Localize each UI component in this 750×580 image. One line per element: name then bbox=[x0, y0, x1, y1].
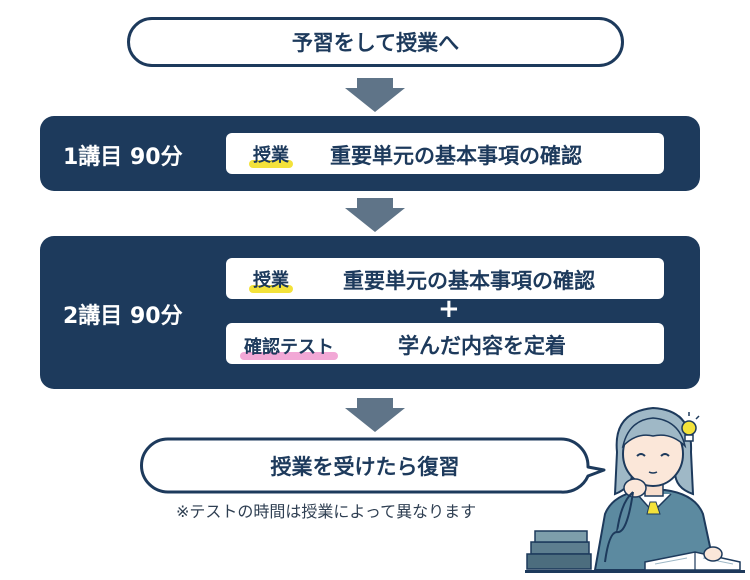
lesson1-panel: 1講目 90分 授業 重要単元の基本事項の確認 bbox=[40, 116, 700, 191]
lesson1-content-box: 授業 重要単元の基本事項の確認 bbox=[226, 133, 664, 174]
pink-highlight-mark bbox=[240, 352, 338, 360]
review-step-text: 授業を受けたら復習 bbox=[270, 454, 460, 479]
lesson1-label: 1講目 90分 bbox=[63, 145, 183, 170]
yellow-highlight-mark bbox=[249, 160, 293, 168]
lesson1-content-text: 重要単元の基本事項の確認 bbox=[330, 144, 582, 168]
lesson2-row2-box: 確認テスト 学んだ内容を定着 bbox=[226, 323, 664, 364]
preview-step-text: 予習をして授業へ bbox=[291, 31, 460, 55]
lightbulb-icon bbox=[678, 412, 700, 442]
lesson2-row1-box: 授業 重要単元の基本事項の確認 bbox=[226, 258, 664, 299]
down-arrow-icon bbox=[345, 78, 405, 112]
lesson2-label: 2講目 90分 bbox=[63, 304, 183, 329]
preview-step-pill: 予習をして授業へ bbox=[127, 17, 624, 67]
lesson2-panel: 2講目 90分 授業 重要単元の基本事項の確認 + 確認テスト 学んだ内容を定着 bbox=[40, 236, 700, 389]
student-thinking-illustration bbox=[525, 406, 745, 573]
plus-sign: + bbox=[438, 294, 460, 324]
down-arrow-icon bbox=[345, 398, 405, 432]
lesson2-row2-text: 学んだ内容を定着 bbox=[398, 334, 566, 358]
down-arrow-icon bbox=[345, 198, 405, 232]
lesson2-row1-text: 重要単元の基本事項の確認 bbox=[343, 269, 595, 293]
yellow-highlight-mark bbox=[249, 285, 293, 293]
lesson2-row1-tag: 授業 bbox=[249, 266, 293, 293]
lesson2-row2-tag: 確認テスト bbox=[240, 333, 338, 360]
lesson1-tag: 授業 bbox=[249, 141, 293, 168]
time-note: ※テストの時間は授業によって異なります bbox=[176, 502, 477, 521]
